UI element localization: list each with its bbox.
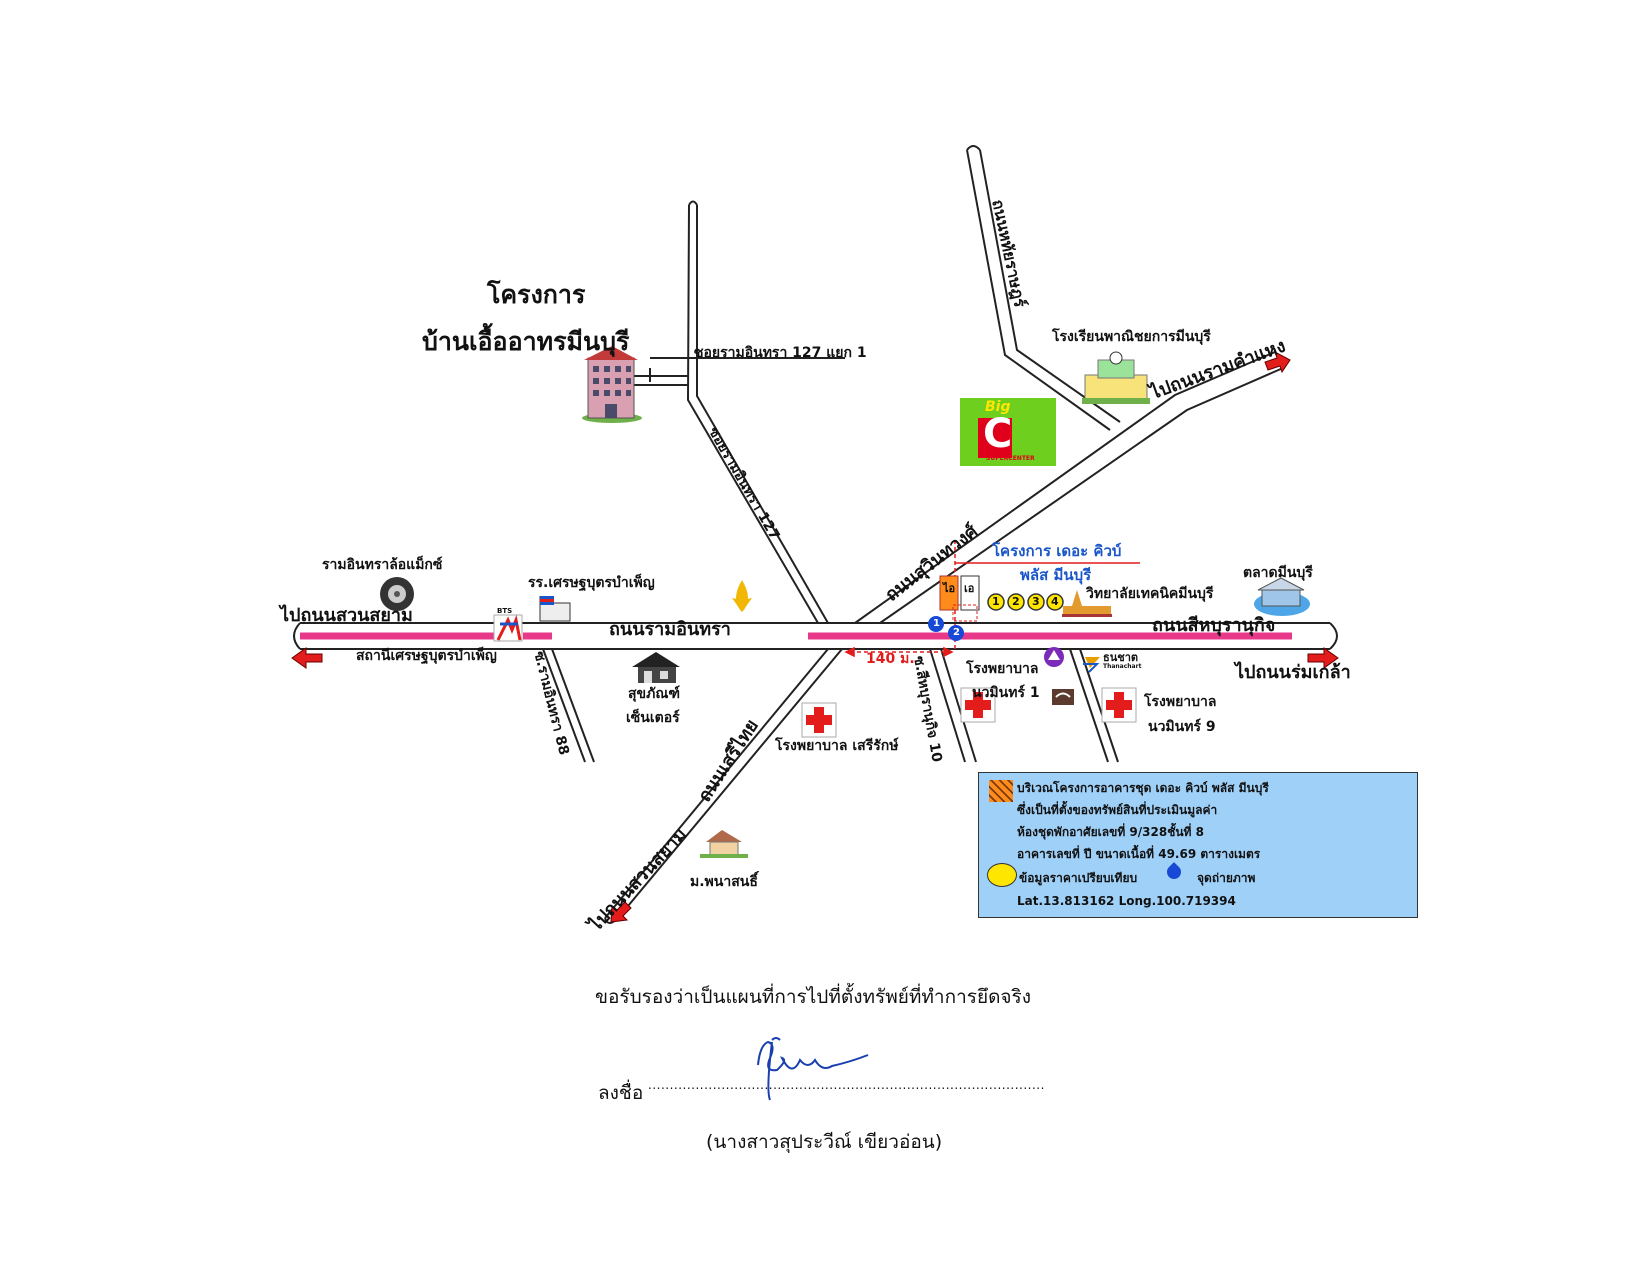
road-soi-10 <box>929 648 977 763</box>
bank-logo <box>1083 657 1100 673</box>
project-title-line1: โครงการ <box>487 280 586 309</box>
road-suwinthawong <box>854 351 1284 624</box>
label-panasin: ม.พนาสนธิ์ <box>690 874 758 890</box>
direction-arrow-icon <box>291 350 1339 923</box>
legend-hatch-swatch <box>989 780 1013 802</box>
road-soi-127 <box>686 200 829 624</box>
label-hospital-serirak: โรงพยาบาล เสรีรักษ์ <box>775 738 899 754</box>
direction-romklao: ไปถนนร่มเกล้า <box>1235 662 1351 683</box>
legend-drop-icon <box>1164 862 1184 882</box>
label-tech-college: วิทยาลัยเทคนิคมีนบุรี <box>1086 586 1214 602</box>
road-label-sihaburanukit: ถนนสีหบุรานุกิจ <box>1152 615 1276 636</box>
legend-box: บริเวณโครงการอาคารชุด เดอะ คิวบ์ พลัส มี… <box>978 772 1418 918</box>
road-soi-88 <box>542 648 595 763</box>
hospital-cross-icon <box>801 702 837 738</box>
hospital-cross-icon <box>1101 687 1137 723</box>
label-hospital-nawamin9-b: นวมินทร์ 9 <box>1148 719 1216 735</box>
signatory-name: (นางสาวสุประวีณ์ เขียวอ่อน) <box>706 1131 943 1153</box>
label-hospital-nawamin9-a: โรงพยาบาล <box>1144 694 1217 710</box>
label-school-setthabut: รร.เศรษฐบุตรบำเพ็ญ <box>528 575 655 591</box>
market-icon <box>1254 577 1310 616</box>
hospital-logo-icon <box>1044 647 1064 667</box>
legend-yellow-marker-icon <box>987 863 1017 887</box>
road-soi-east <box>1069 648 1119 763</box>
house-icon <box>632 652 680 683</box>
legend-line4: อาคารเลขที่ ปี ขนาดเนื้อที่ 49.69 ตารางเ… <box>1017 847 1261 861</box>
legend-line2: ซึ่งเป็นที่ตั้งของทรัพย์สินที่ประเมินมูล… <box>1017 803 1218 817</box>
label-cube-project-1: โครงการ เดอะ คิวบ์ <box>992 542 1122 560</box>
village-house-icon <box>700 830 748 858</box>
road-label-soi-127-yaek-1: ซอยรามอินทรา 127 แยก 1 <box>694 345 867 361</box>
marker-1-label: 1 <box>992 595 1000 608</box>
main-road <box>293 622 1338 650</box>
legend-photo-point: จุดถ่ายภาพ <box>1197 871 1256 885</box>
label-school-commerce: โรงเรียนพาณิชยการมีนบุรี <box>1052 329 1211 345</box>
project-title-line2: บ้านเอื้ออาทรมีนบุรี <box>422 327 630 356</box>
building-icon <box>582 346 642 423</box>
label-sukhaphan-2: เซ็นเตอร์ <box>626 710 680 726</box>
marker-2-label: 2 <box>1012 595 1020 608</box>
bts-logo <box>493 614 523 642</box>
comparable-markers <box>987 593 1064 611</box>
certification-statement: ขอรับรองว่าเป็นแผนที่การไปที่ตั้งทรัพย์ท… <box>595 986 1032 1008</box>
building-e-label: เอ <box>964 582 975 595</box>
bigc-sub: SUPERCENTER <box>986 455 1035 462</box>
temple-icon <box>1062 590 1112 617</box>
legend-line1: บริเวณโครงการอาคารชุด เดอะ คิวบ์ พลัส มี… <box>1017 781 1269 795</box>
building-i-label: ไอ <box>943 582 956 595</box>
hospital-emblem-icon <box>1052 689 1074 705</box>
photo-1-label: 1 <box>933 618 940 629</box>
marker-3-label: 3 <box>1032 595 1040 608</box>
bigc-logo <box>960 398 1056 466</box>
label-station: สถานีเศรษฐบุตรบำเพ็ญ <box>356 648 497 664</box>
label-market: ตลาดมีนบุรี <box>1243 565 1313 581</box>
bank-leaf-logo <box>732 580 752 612</box>
direction-suansiam-west: ไปถนนสวนสยาม <box>280 605 413 626</box>
label-tire-shop: รามอินทราล้อแม็กซ์ <box>322 557 443 573</box>
distance-label: 140 ม. <box>866 651 915 667</box>
hospital-cross-icon <box>960 687 996 723</box>
school-icon <box>1082 351 1150 404</box>
bank-name: ธนชาต <box>1103 651 1139 664</box>
photo-2-label: 2 <box>953 627 960 638</box>
bts-text: BTS <box>497 607 513 615</box>
signature-label: ลงชื่อ <box>598 1082 644 1104</box>
signature-line: ........................................… <box>648 1078 1045 1092</box>
legend-line3: ห้องชุดพักอาศัยเลขที่ 9/328ชั้นที่ 8 <box>1017 825 1204 839</box>
school-flag-icon <box>539 596 571 622</box>
legend-comparable: ข้อมูลราคาเปรียบเทียบ <box>1019 871 1138 885</box>
marker-4-label: 4 <box>1051 595 1059 608</box>
tire-icon <box>380 577 414 611</box>
road-label-ramintra: ถนนรามอินทรา <box>609 619 731 640</box>
label-cube-project-2: พลัส มีนบุรี <box>1020 566 1092 584</box>
label-hospital-nawamin1-b: นวมินทร์ 1 <box>972 685 1040 701</box>
photo-point-icon <box>928 616 964 641</box>
project-location-icon <box>939 575 980 622</box>
label-sukhaphan-1: สุขภัณฑ์ <box>628 686 680 702</box>
bigc-brand: Big <box>985 399 1011 415</box>
label-hospital-nawamin1-a: โรงพยาบาล <box>966 661 1039 677</box>
bank-sub: Thanachart <box>1103 663 1142 670</box>
bigc-letter: C <box>983 411 1013 457</box>
road-soi-127-yaek-1 <box>630 357 845 386</box>
legend-coords: Lat.13.813162 Long.100.719394 <box>1017 894 1236 908</box>
signature-graphic <box>757 1037 869 1101</box>
